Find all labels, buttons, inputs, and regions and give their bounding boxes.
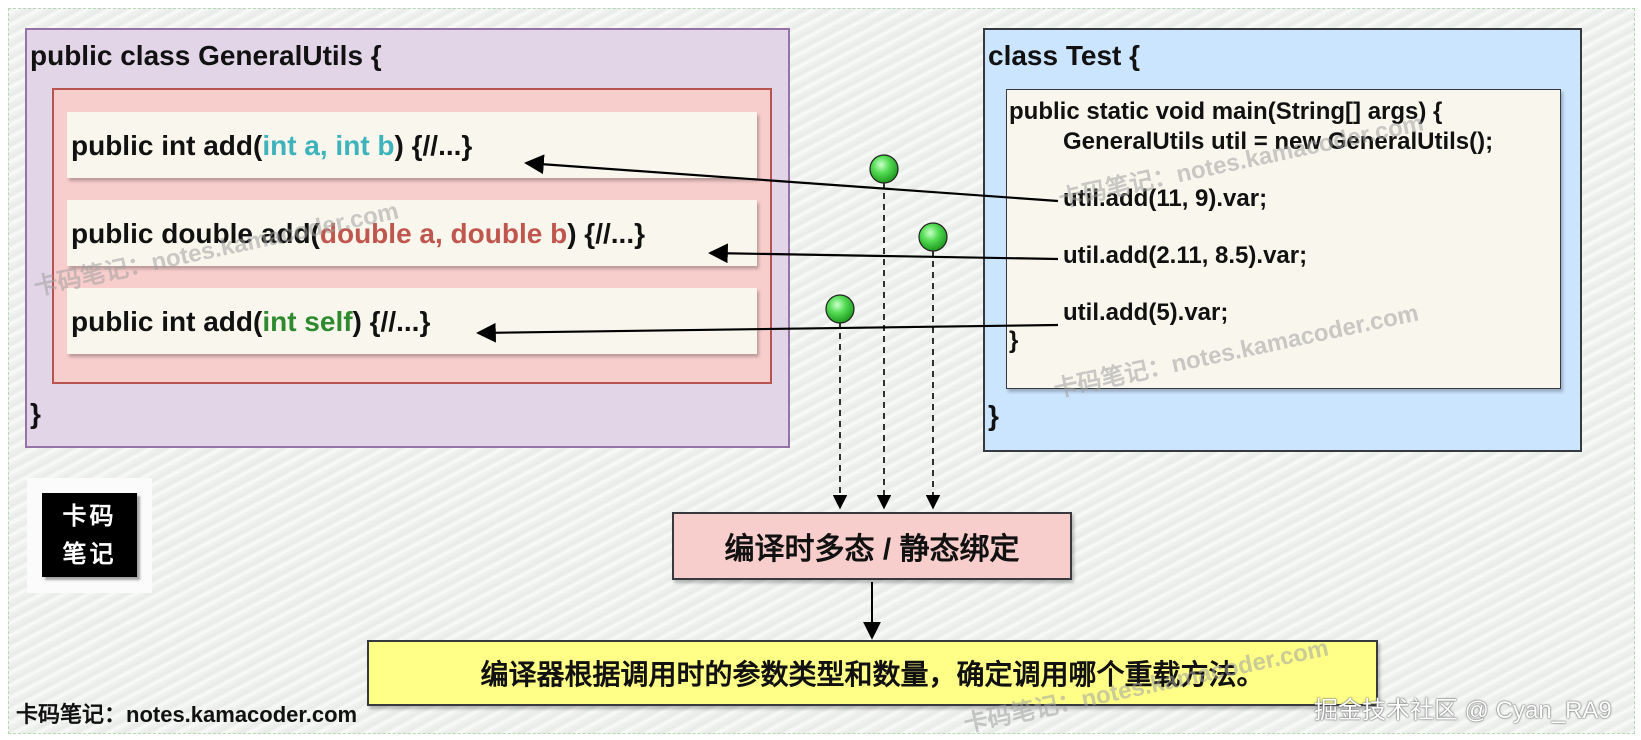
call-arrow-int-self: [476, 322, 1059, 343]
call-arrow-double-double: [708, 243, 1059, 264]
method-add-int-self: public int add(int self) {//...}: [67, 288, 757, 354]
compile-time-polymorphism-label: 编译时多态 / 静态绑定: [724, 533, 1020, 566]
method-suffix: ) {//...}: [567, 218, 645, 249]
overload-resolution-text: 编译器根据调用时的参数类型和数量，确定调用哪个重载方法。: [480, 659, 1265, 690]
binding-dot-3: [825, 294, 855, 324]
method-signature: public int add(int self) {//...}: [71, 306, 430, 338]
kamacoder-logo-frame: 卡码 笔记: [27, 478, 152, 593]
general-utils-class-closing-brace: }: [30, 398, 41, 429]
method-params: double a, double b: [319, 218, 568, 249]
test-class-header: class Test {: [988, 40, 1141, 71]
method-suffix: ) {//...}: [394, 130, 473, 161]
overload-resolution-note: 编译器根据调用时的参数类型和数量，确定调用哪个重载方法。: [367, 640, 1378, 706]
source-caption: 卡码笔记：notes.kamacoder.com: [16, 702, 358, 727]
method-suffix: ) {//...}: [352, 306, 431, 337]
test-class-closing-brace: }: [988, 400, 999, 431]
call-add-11-9: util.add(11, 9).var;: [1063, 185, 1268, 212]
method-add-int-int: public int add(int a, int b) {//...}: [67, 112, 757, 178]
logo-line-2: 笔记: [62, 539, 117, 568]
method-prefix: public double add(: [71, 218, 320, 249]
main-method-box: public static void main(String[] args) {…: [1006, 89, 1561, 389]
method-add-double-double: public double add(double a, double b) {/…: [67, 200, 757, 266]
overloaded-methods-group: public int add(int a, int b) {//...} pub…: [52, 88, 772, 384]
call-add-2-11-8-5: util.add(2.11, 8.5).var;: [1063, 242, 1308, 269]
main-signature: public static void main(String[] args) {: [1009, 98, 1443, 125]
credit-watermark: 掘金技术社区 @ Cyan_RA9: [1314, 697, 1612, 724]
call-arrow-int-int: [524, 154, 1059, 203]
kamacoder-logo: 卡码 笔记: [42, 493, 137, 577]
method-prefix: public int add(: [71, 306, 263, 337]
test-class-box: class Test { public static void main(Str…: [983, 28, 1582, 452]
binding-dot-1: [869, 154, 899, 184]
call-add-5: util.add(5).var;: [1063, 299, 1229, 326]
method-signature: public int add(int a, int b) {//...}: [71, 130, 472, 162]
method-params: int self: [262, 306, 353, 337]
main-closing-brace: }: [1009, 327, 1019, 354]
method-params: int a, int b: [262, 130, 395, 161]
general-utils-class-header: public class GeneralUtils {: [30, 40, 382, 71]
instantiation-line: GeneralUtils util = new GeneralUtils();: [1063, 128, 1494, 155]
logo-line-1: 卡码: [62, 501, 117, 530]
binding-dot-2: [918, 222, 948, 252]
method-prefix: public int add(: [71, 130, 263, 161]
compile-time-polymorphism-box: 编译时多态 / 静态绑定: [672, 512, 1072, 580]
method-signature: public double add(double a, double b) {/…: [71, 218, 645, 250]
